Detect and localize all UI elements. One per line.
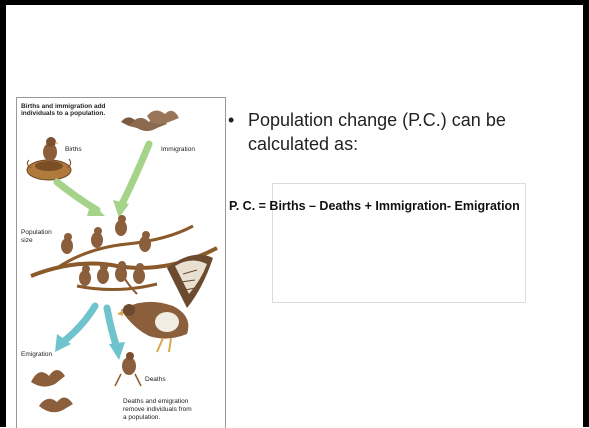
bullet-text: Population change (P.C.) can be calculat… [248,108,568,156]
population-figure: Births and immigration add individuals t… [16,97,226,428]
formula-text: P. C. = Births – Deaths + Immigration- E… [229,199,520,213]
label-emigration: Emigration [21,351,52,359]
label-population-size-line-1: Population [21,229,52,237]
slide-left-border [0,0,6,427]
slide-top-border [0,0,589,5]
immigrating-birds-icon [121,110,179,131]
label-births: Births [65,146,82,154]
bullet-symbol: • [228,108,234,132]
figure-caption-bottom-line-2: remove individuals from [123,406,192,414]
nest-with-bird-icon [27,137,71,180]
perched-birds-icon [61,215,151,286]
label-deaths: Deaths [145,376,166,384]
emigrating-birds-icon [31,370,73,412]
figure-caption-bottom-line-1: Deaths and emigration [123,398,188,406]
figure-caption-bottom-line-3: a population. [123,414,160,422]
label-population-size-line-2: size [21,237,33,245]
label-immigration: Immigration [161,146,195,154]
slide-right-border [583,0,589,427]
figure-caption-top-line-2: individuals to a population. [21,110,105,118]
